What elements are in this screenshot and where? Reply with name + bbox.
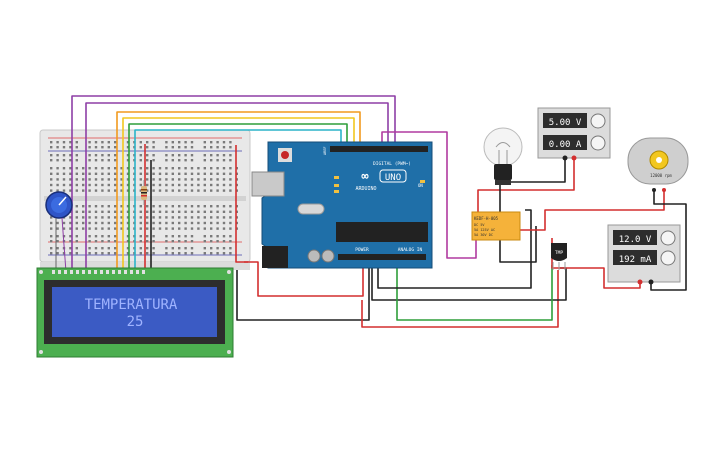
wire-red-power — [244, 261, 364, 297]
arduino-uno-board[interactable]: ∞ ARDUINO UNO DIGITAL (PWM~) AREF ON POW… — [251, 141, 433, 269]
wire-orange — [116, 111, 361, 272]
wire-black-supply2 — [650, 190, 687, 291]
lcd-pins — [52, 270, 145, 274]
wire-black-relay — [377, 209, 532, 289]
supply-small-current: 0.00 A — [549, 140, 582, 150]
temperature-sensor-icon[interactable]: TMP — [551, 243, 567, 270]
wire-red-supply — [477, 158, 575, 220]
relay-spec-1: DC 5V — [474, 223, 485, 227]
wire-red-supply2 — [551, 238, 641, 289]
lcd-line-1: TEMPERATURA — [85, 297, 178, 313]
supply-small-current-knob[interactable] — [590, 135, 606, 151]
wire-red-sensor — [361, 270, 559, 328]
wire-yellow — [122, 117, 355, 272]
wire-black-sensor — [371, 267, 567, 301]
relay-spec-2: 5A 125V AC — [474, 228, 495, 232]
supply-small-voltage: 5.00 V — [549, 118, 582, 128]
resistor-icon — [141, 180, 147, 205]
wire-purple-2 — [85, 102, 389, 272]
wire-green-sensor — [396, 265, 553, 321]
power-supply-12v[interactable]: 12.0 V 192 mA — [607, 224, 681, 285]
lightbulb-icon — [483, 127, 523, 185]
power-label: POWER — [355, 247, 369, 253]
wire-magenta — [381, 131, 477, 259]
wire-red-relay-motor — [520, 190, 665, 231]
wire-black-power — [236, 268, 370, 321]
supply-small-voltage-knob[interactable] — [590, 113, 606, 129]
motor-label: 12000 rpm — [650, 173, 672, 178]
relay-spec-3: 5A 30V DC — [474, 233, 493, 237]
lcd-line-2: 25 — [127, 314, 144, 330]
arduino-model: UNO — [385, 173, 401, 183]
relay-module[interactable]: KEDF-H-005 DC 5V 5A 125V AC 5A 30V DC — [471, 211, 521, 241]
wire-purple-top — [71, 95, 396, 272]
supply-large-voltage-knob[interactable] — [660, 230, 676, 246]
arduino-brand: ARDUINO — [355, 186, 376, 192]
aref-label: AREF — [323, 147, 327, 155]
relay-title: KEDF-H-005 — [474, 216, 499, 221]
analog-label: ANALOG IN — [398, 247, 423, 253]
motor-icon: 12000 rpm — [627, 137, 689, 192]
power-supply-5v[interactable]: 5.00 V 0.00 A — [537, 107, 611, 161]
supply-large-voltage: 12.0 V — [619, 235, 652, 245]
digital-pins-label: DIGITAL (PWM~) — [373, 161, 411, 167]
on-label: ON — [418, 183, 423, 188]
arduino-logo: ∞ — [361, 169, 369, 183]
potentiometer-icon[interactable] — [45, 191, 73, 273]
supply-large-current: 192 mA — [619, 255, 652, 265]
sensor-label: TMP — [555, 250, 563, 256]
supply-large-current-knob[interactable] — [660, 250, 676, 266]
lcd-display: TEMPERATURA 25 — [36, 267, 234, 358]
wire-green — [128, 123, 348, 272]
